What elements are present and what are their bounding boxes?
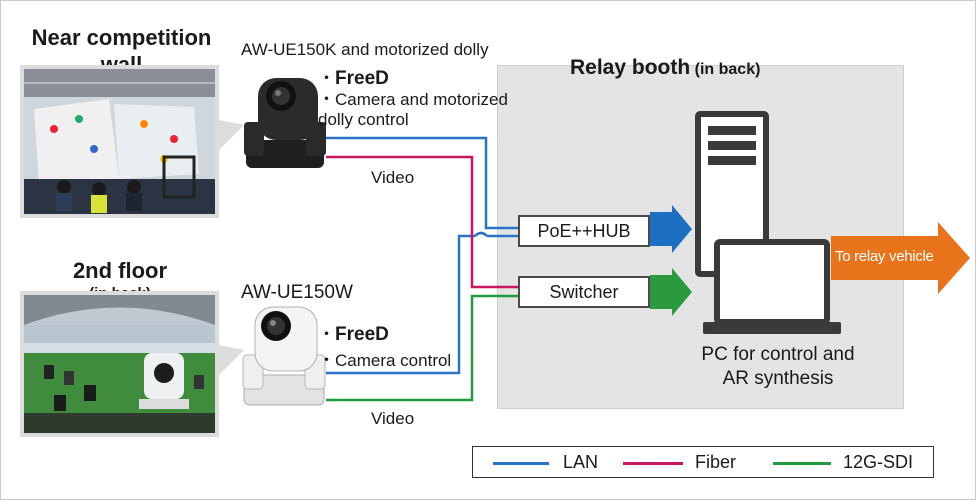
hub-arrow: [650, 205, 692, 253]
relay-vehicle-arrow: [831, 222, 970, 294]
camera1-description: ・Camera and motorized dolly control: [318, 90, 508, 129]
camera1-bullet: ・FreeD: [318, 68, 389, 89]
switcher-arrow: [650, 268, 692, 316]
legend-sdi-line: [773, 462, 831, 465]
camera-ue150k: [244, 78, 326, 168]
laptop-icon: [703, 239, 841, 334]
pc-label: PC for control and AR synthesis: [701, 344, 855, 389]
legend-fiber-label: Fiber: [695, 452, 737, 472]
camera1-feature: FreeD: [335, 68, 389, 89]
video-label-bottom: Video: [371, 409, 415, 428]
camera2-model: AW-UE150W: [241, 282, 353, 303]
camera-ue150w: [242, 306, 326, 406]
legend-sdi-label: 12G-SDI: [843, 452, 914, 472]
poe-hub-box: PoE++HUB: [518, 215, 650, 247]
second-floor-title: 2nd floor: [72, 258, 168, 283]
legend-lan-line: [493, 462, 549, 465]
second-floor-photo: [20, 291, 219, 437]
relay-vehicle-label: To relay vehicle: [835, 248, 934, 265]
near-wall-photo: [20, 65, 219, 218]
tower-pc-icon: [695, 111, 769, 277]
booth-title: Relay booth (in back): [570, 56, 761, 79]
legend-fiber-line: [623, 462, 683, 465]
camera1-model: AW-UE150K and motorized dolly: [241, 40, 489, 59]
camera2-description: ・Camera control: [318, 351, 452, 370]
camera2-feature: FreeD: [335, 324, 389, 345]
switcher-box: Switcher: [518, 276, 650, 308]
legend-lan-label: LAN: [563, 452, 599, 472]
video-label-top: Video: [371, 168, 415, 187]
camera2-bullet: ・FreeD: [318, 324, 389, 345]
legend: LAN Fiber 12G-SDI: [472, 446, 934, 478]
